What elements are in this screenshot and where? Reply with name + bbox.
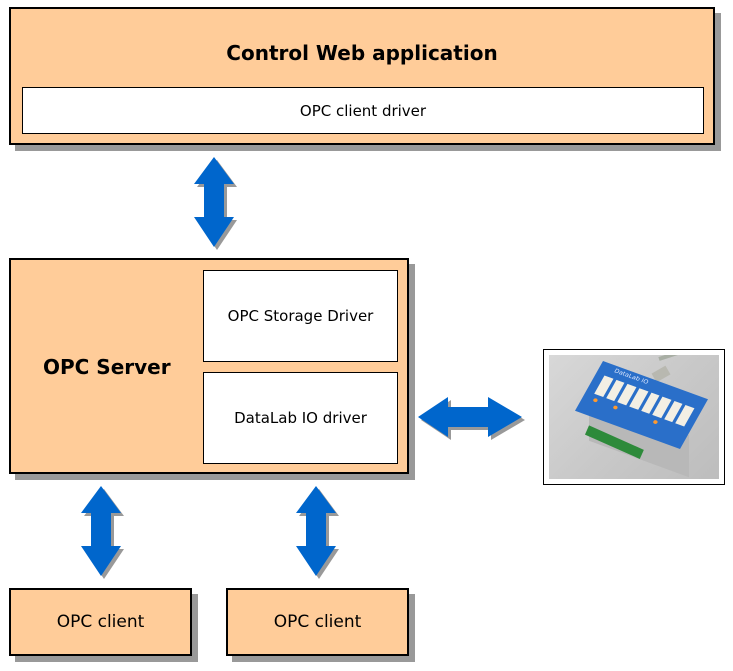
datalab-io-driver-box: DataLab IO driver [203,372,398,464]
arrow-shape [418,397,522,437]
device-led [592,397,599,403]
arrow-control-web-to-server [194,157,237,250]
control-web-application-title: Control Web application [226,41,498,65]
datalab-io-driver-label: DataLab IO driver [234,409,367,427]
arrow-shape [296,486,336,576]
datalab-io-device-photo: DataLab IO [549,355,719,479]
opc-client-driver-label: OPC client driver [299,101,427,120]
arrow-server-to-client-1 [81,486,124,579]
device-photo-frame: DataLab IO [543,349,725,485]
device-led [652,419,659,425]
opc-client-driver-box: OPC client driver [22,87,704,134]
usb-cable [658,355,719,361]
arrow-server-to-device [418,397,525,440]
opc-client-box-1: OPC client [9,588,192,656]
arrow-shape [194,157,234,247]
arrow-server-to-client-2 [296,486,339,579]
opc-storage-driver-box: OPC Storage Driver [203,270,398,362]
opc-client-box-2: OPC client [226,588,409,656]
opc-client-label-1: OPC client [56,612,145,632]
opc-storage-driver-label: OPC Storage Driver [227,307,374,325]
opc-server-title: OPC Server [43,355,171,379]
opc-client-label-2: OPC client [273,612,362,632]
opc-server-box: OPC Server OPC Storage Driver DataLab IO… [9,258,409,474]
device-led [612,405,619,410]
arrow-shape [81,486,121,576]
control-web-application-box: Control Web application OPC client drive… [9,7,715,145]
